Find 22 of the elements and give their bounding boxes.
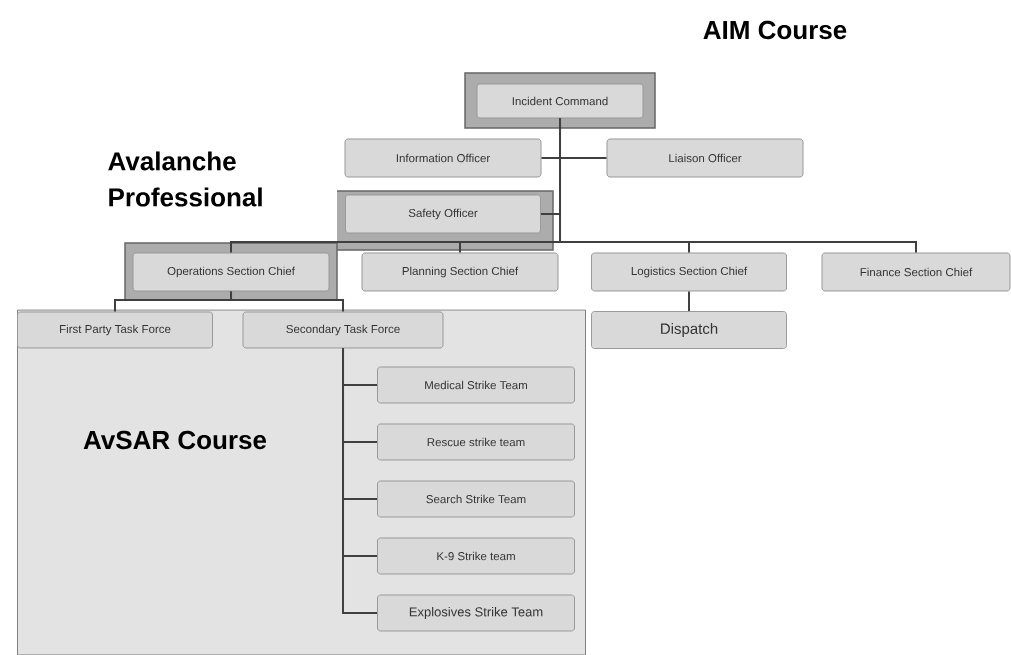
position-box: Operations Section Chief	[132, 252, 330, 292]
position-box: Safety Officer	[345, 194, 541, 234]
position-box: Incident Command	[476, 83, 644, 119]
position-box: Logistics Section Chief	[591, 252, 787, 292]
connector-line	[342, 347, 378, 614]
connector-line	[688, 290, 690, 312]
connector-line	[559, 117, 917, 254]
position-box: Rescue strike team	[377, 423, 575, 461]
position-box: Liaison Officer	[606, 138, 804, 178]
position-box: Dispatch	[591, 311, 787, 349]
position-box: Finance Section Chief	[821, 252, 1011, 292]
course-title: Avalanche Professional	[108, 151, 262, 207]
course-title: AIM Course	[703, 20, 847, 40]
position-box: Planning Section Chief	[361, 252, 559, 292]
connector-line	[230, 290, 344, 313]
position-box: Medical Strike Team	[377, 366, 575, 404]
position-box: Secondary Task Force	[242, 311, 444, 349]
position-box: K-9 Strike team	[377, 537, 575, 575]
position-box: First Party Task Force	[17, 311, 213, 349]
position-box: Information Officer	[344, 138, 542, 178]
position-box: Search Strike Team	[377, 480, 575, 518]
position-box: Explosives Strike Team	[377, 594, 575, 632]
